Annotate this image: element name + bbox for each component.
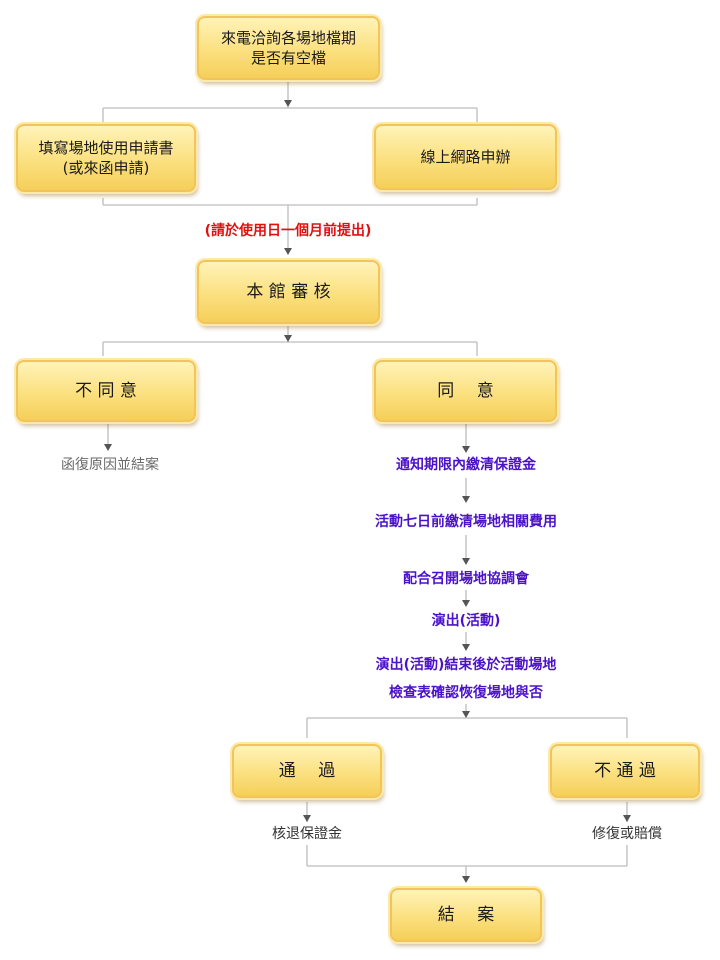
inspect-note-line1: 演出(活動)結束後於活動場地 [375,657,557,673]
pass-box: 通 過 [232,744,382,798]
arrow-refund [303,815,311,822]
arrow-fees [462,496,470,503]
inquiry-line2: 是否有空檔 [250,49,326,67]
arrow-review [284,248,292,255]
arrow-repair [623,815,631,822]
refund-deposit-note: 核退保證金 [272,826,342,842]
close-case-box: 結 案 [390,888,542,942]
meeting-note: 配合召開場地協調會 [403,571,529,587]
application-form-box: 填寫場地使用申請書 (或來函申請) [16,124,196,192]
arrow-review-out [284,335,292,342]
pay-deposit-note: 通知期限內繳清保證金 [396,457,536,473]
online-application-box: 線上網路申辦 [374,124,557,190]
form-line2: (或來函申請) [62,159,150,177]
arrow-reply [104,444,112,451]
agree-box: 同 意 [374,360,557,422]
fail-label: 不 通 過 [594,761,656,781]
inquiry-line1: 來電洽詢各場地檔期 [220,29,356,47]
form-line1: 填寫場地使用申請書 [38,139,174,157]
inspect-note-line2: 檢查表確認恢復場地與否 [389,685,543,701]
reply-reason-note: 函復原因並結案 [61,457,159,473]
arrow-inspect [462,644,470,651]
inquiry-box: 來電洽詢各場地檔期 是否有空檔 [197,16,380,80]
pay-fees-note: 活動七日前繳清場地相關費用 [375,514,557,530]
pass-label: 通 過 [278,761,336,781]
deadline-note: (請於使用日一個月前提出) [204,223,372,239]
agree-label: 同 意 [437,381,494,401]
arrow-close [462,876,470,883]
fail-box: 不 通 過 [550,744,700,798]
disagree-box: 不 同 意 [16,360,196,422]
arrow-meeting [462,558,470,565]
review-box: 本 館 審 核 [197,260,380,324]
disagree-label: 不 同 意 [75,381,137,401]
online-label: 線上網路申辦 [420,148,511,166]
arrow-inspect-out [462,711,470,718]
review-label: 本 館 審 核 [246,282,331,302]
repair-note: 修復或賠償 [592,826,662,842]
perform-note: 演出(活動) [431,613,501,629]
arrow-deposit [462,446,470,453]
arrow-inquiry [284,100,292,107]
close-label: 結 案 [437,905,495,925]
arrow-perform [462,600,470,607]
